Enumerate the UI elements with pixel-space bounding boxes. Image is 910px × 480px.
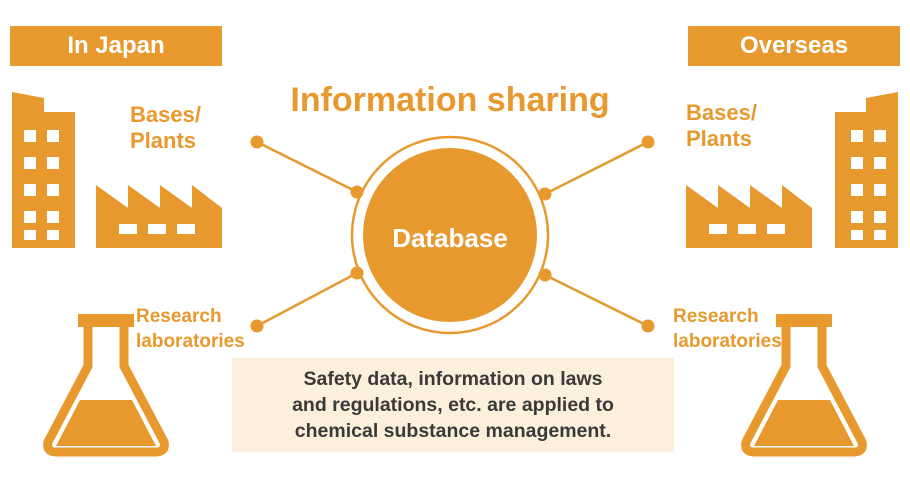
- right-bases-label: Bases/ Plants: [686, 100, 806, 152]
- left-research-label: Research laboratories: [136, 304, 256, 354]
- database-circle: [350, 135, 550, 335]
- banner-in-japan-text: In Japan: [67, 32, 165, 59]
- banner-overseas-text: Overseas: [739, 32, 849, 59]
- dot-outer-top-right: [641, 135, 655, 149]
- flask-icon-right: [741, 314, 867, 457]
- factory-icon-right: [686, 185, 812, 248]
- connector-top-left: [256, 140, 358, 194]
- note-box: Safety data, information on laws and reg…: [232, 358, 674, 452]
- building-icon-right: [835, 92, 898, 248]
- left-bases-label: Bases/ Plants: [130, 102, 250, 154]
- right-research-label: Research laboratories: [673, 304, 793, 354]
- left-research-line2: laboratories: [136, 331, 245, 352]
- dot-outer-top-left: [250, 135, 264, 149]
- building-icon-left: [12, 92, 75, 248]
- left-research-line1: Research: [136, 306, 222, 327]
- factory-icon-left: [96, 185, 222, 248]
- right-research-line2: laboratories: [673, 331, 782, 352]
- right-research-line1: Research: [673, 306, 759, 327]
- connector-bottom-left: [256, 271, 358, 328]
- database-label: Database: [392, 223, 508, 253]
- note-line3: chemical substance management.: [294, 420, 612, 442]
- banner-overseas: Overseas: [688, 26, 900, 66]
- connector-bottom-right: [544, 273, 649, 328]
- flask-icon-left: [43, 314, 169, 457]
- note-line1: Safety data, information on laws: [303, 368, 603, 390]
- left-bases-line1: Bases/: [130, 102, 201, 127]
- right-bases-line2: Plants: [686, 126, 753, 151]
- connectors: [256, 140, 649, 328]
- right-bases-line1: Bases/: [686, 100, 757, 125]
- note-line2: and regulations, etc. are applied to: [292, 394, 614, 416]
- banner-in-japan: In Japan: [10, 26, 222, 66]
- connector-top-right: [544, 140, 649, 196]
- dot-outer-bottom-right: [641, 319, 655, 333]
- left-bases-line2: Plants: [130, 128, 197, 153]
- diagram-title: Information sharing: [290, 81, 610, 119]
- dot-outer-bottom-left: [250, 319, 264, 333]
